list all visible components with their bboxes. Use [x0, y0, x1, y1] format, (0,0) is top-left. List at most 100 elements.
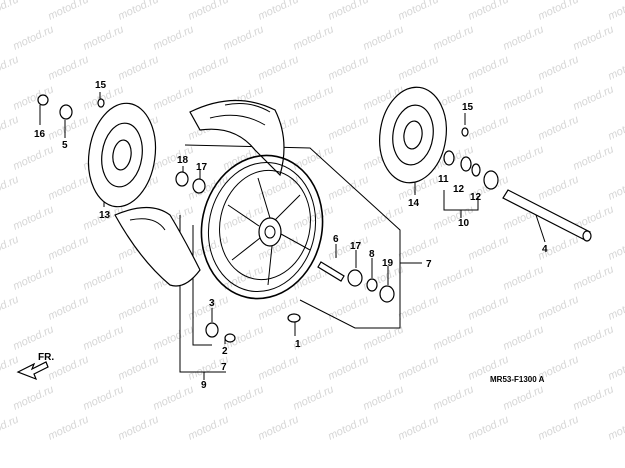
- watermark-text: motod.ru: [256, 0, 300, 23]
- watermark-text: motod.ru: [116, 53, 160, 82]
- watermark-text: motod.ru: [116, 0, 160, 23]
- watermark-text: motod.ru: [571, 323, 615, 352]
- tire: [189, 99, 285, 177]
- watermark-text: motod.ru: [571, 23, 615, 52]
- watermark-text: motod.ru: [396, 353, 440, 382]
- left-brake-disc: [87, 102, 157, 208]
- watermark-text: motod.ru: [151, 383, 195, 412]
- watermark-text: motod.ru: [46, 293, 90, 322]
- direction-label: FR.: [38, 352, 54, 363]
- callout-19: 19: [382, 258, 394, 269]
- watermark-text: motod.ru: [536, 53, 580, 82]
- callout-2: 2: [222, 346, 228, 357]
- front-direction-arrow: FR.: [16, 352, 54, 381]
- watermark-text: motod.ru: [396, 233, 440, 262]
- watermark-text: motod.ru: [186, 0, 230, 23]
- hub-spacers-and-bearings: [205, 261, 395, 343]
- watermark-text: motod.ru: [221, 23, 265, 52]
- callout-8: 8: [369, 249, 375, 260]
- watermark-text: motod.ru: [536, 293, 580, 322]
- watermark-text: motod.ru: [151, 83, 195, 112]
- watermark-text: motod.ru: [536, 413, 580, 442]
- watermark-text: motod.ru: [116, 353, 160, 382]
- callout-15-right: 15: [462, 102, 474, 113]
- wheel-rim: [200, 154, 324, 300]
- watermark-text: motod.ru: [326, 0, 370, 23]
- watermark-text: motod.ru: [466, 113, 510, 142]
- watermark-text: motod.ru: [606, 353, 625, 382]
- watermark-text: motod.ru: [431, 23, 475, 52]
- watermark-text: motod.ru: [291, 203, 335, 232]
- watermark-text: motod.ru: [151, 23, 195, 52]
- watermark-text: motod.ru: [46, 173, 90, 202]
- watermark-text: motod.ru: [186, 413, 230, 442]
- watermark-text: motod.ru: [396, 53, 440, 82]
- inner-tube: [114, 206, 201, 287]
- watermark-text: motod.ru: [501, 143, 545, 172]
- watermark-text: motod.ru: [536, 113, 580, 142]
- watermark-text: motod.ru: [256, 53, 300, 82]
- watermark-text: motod.ru: [116, 293, 160, 322]
- watermark-text: motod.ru: [466, 0, 510, 23]
- watermark-text: motod.ru: [606, 293, 625, 322]
- watermark-text: motod.ru: [571, 263, 615, 292]
- watermark-text: motod.ru: [46, 233, 90, 262]
- watermark-text: motod.ru: [501, 263, 545, 292]
- watermark-text: motod.ru: [326, 353, 370, 382]
- watermark-text: motod.ru: [571, 143, 615, 172]
- callout-labels: 1 2 3 4 5 6 7 7 17 8 9 10 11 12 12 13 14…: [34, 80, 548, 391]
- watermark-text: motod.ru: [81, 383, 125, 412]
- watermark-text: motod.ru: [501, 323, 545, 352]
- watermark-text: motod.ru: [291, 83, 335, 112]
- watermark-text: motod.ru: [326, 53, 370, 82]
- watermark-text: motod.ru: [571, 383, 615, 412]
- watermark-text: motod.ru: [151, 143, 195, 172]
- callout-10: 10: [458, 218, 470, 229]
- callout-16: 16: [34, 129, 46, 140]
- watermark-text: motod.ru: [81, 263, 125, 292]
- watermark-text: motod.ru: [536, 173, 580, 202]
- watermark-text: motod.ru: [606, 173, 625, 202]
- callout-4: 4: [542, 244, 548, 255]
- watermark-text: motod.ru: [46, 53, 90, 82]
- callout-7-lower: 7: [221, 362, 227, 373]
- watermark-text: motod.ru: [0, 53, 21, 82]
- callout-7-wheel: 7: [426, 259, 432, 270]
- callout-3: 3: [209, 298, 215, 309]
- watermark-text: motod.ru: [361, 203, 405, 232]
- watermark-text: motod.ru: [396, 413, 440, 442]
- watermark-text: motod.ru: [0, 173, 21, 202]
- watermark-text: motod.ru: [151, 323, 195, 352]
- watermark-text: motod.ru: [501, 23, 545, 52]
- watermark-text: motod.ru: [11, 83, 55, 112]
- watermark-text: motod.ru: [466, 53, 510, 82]
- left-side-small-parts: [37, 94, 206, 194]
- watermark-text: motod.ru: [0, 233, 21, 262]
- watermark-text: motod.ru: [326, 113, 370, 142]
- watermark-text: motod.ru: [221, 383, 265, 412]
- watermark-text: motod.ru: [0, 113, 21, 142]
- watermark-text: motod.ru: [0, 293, 21, 322]
- callout-1: 1: [295, 339, 301, 350]
- watermark-text: motod.ru: [396, 0, 440, 23]
- watermark-text: motod.ru: [0, 0, 21, 23]
- watermark-text: motod.ru: [396, 293, 440, 322]
- watermark-text: motod.ru: [256, 353, 300, 382]
- callout-12-a: 12: [453, 184, 465, 195]
- watermark-text: motod.ru: [256, 173, 300, 202]
- watermark-text: motod.ru: [501, 83, 545, 112]
- watermark-text: motod.ru: [11, 383, 55, 412]
- watermark-text: motod.ru: [46, 0, 90, 23]
- callout-11: 11: [438, 174, 449, 185]
- watermark-text: motod.ru: [606, 53, 625, 82]
- watermark-text: motod.ru: [501, 383, 545, 412]
- callout-13: 13: [99, 210, 111, 221]
- watermark-text: motod.ru: [256, 413, 300, 442]
- callout-18: 18: [177, 155, 189, 166]
- watermark-text: motod.ru: [431, 383, 475, 412]
- right-side-small-parts: [443, 127, 499, 190]
- watermark-text: motod.ru: [361, 23, 405, 52]
- watermark-text: motod.ru: [46, 413, 90, 442]
- right-brake-disc: [379, 86, 447, 184]
